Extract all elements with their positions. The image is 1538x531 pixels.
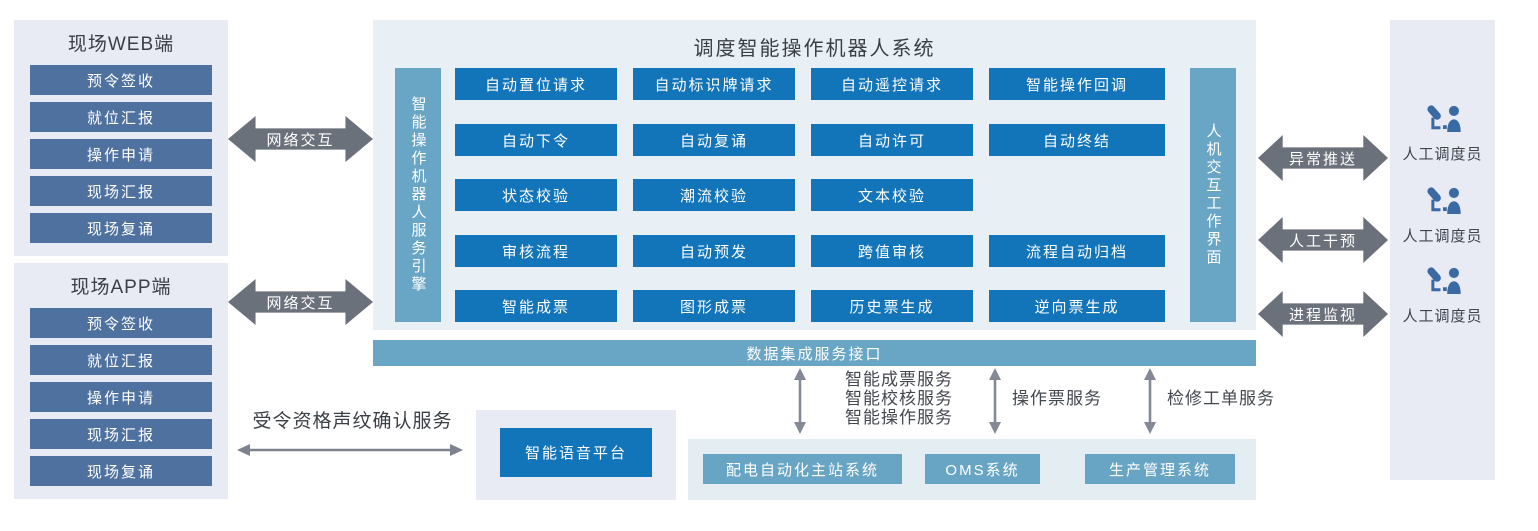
app-item-site-repeat: 现场复诵 <box>30 456 212 486</box>
smart-services-arrow <box>794 368 806 434</box>
system-title: 调度智能操作机器人系统 <box>693 38 936 60</box>
fn-auto-predispatch: 自动预发 <box>633 235 795 267</box>
oms-system-box: OMS系统 <box>925 454 1040 484</box>
dispatcher-at-desk-icon <box>1426 105 1461 132</box>
app-terminal-panel: 现场APP端 预令签收 就位汇报 操作申请 现场汇报 现场复诵 <box>14 263 228 499</box>
fn-auto-repeat: 自动复诵 <box>633 124 795 156</box>
fn-review-flow: 审核流程 <box>455 235 617 267</box>
external-systems-panel: 配电自动化主站系统 OMS系统 生产管理系统 <box>688 439 1256 500</box>
dispatcher-1: 人工调度员 <box>1390 105 1495 164</box>
app-panel-items: 预令签收 就位汇报 操作申请 现场汇报 现场复诵 <box>14 308 228 486</box>
web-item-inplace-report: 就位汇报 <box>30 102 212 132</box>
dispatcher-label: 人工调度员 <box>1402 228 1483 245</box>
service-engine-bar: 智能操作机器人服务引擎 <box>395 68 441 322</box>
dispatcher-at-desk-icon <box>1426 187 1461 214</box>
web-panel-items: 预令签收 就位汇报 操作申请 现场汇报 现场复诵 <box>14 65 228 243</box>
hmi-bar: 人机交互工作界面 <box>1190 68 1236 322</box>
fn-auto-command: 自动下令 <box>455 124 617 156</box>
operation-ticket-arrow <box>989 368 1001 434</box>
dispatcher-3: 人工调度员 <box>1390 267 1495 326</box>
app-item-operation-request: 操作申请 <box>30 382 212 412</box>
app-item-site-report: 现场汇报 <box>30 419 212 449</box>
smart-check-service-line: 智能校核服务 <box>845 389 953 408</box>
fn-text-check: 文本校验 <box>811 179 973 211</box>
fn-history-ticket: 历史票生成 <box>811 290 973 322</box>
fn-auto-remote-request: 自动遥控请求 <box>811 68 973 100</box>
app-item-inplace-report: 就位汇报 <box>30 345 212 375</box>
voice-platform-box: 智能语音平台 <box>500 428 652 477</box>
operation-ticket-service-label: 操作票服务 <box>1012 389 1102 408</box>
web-item-operation-request: 操作申请 <box>30 139 212 169</box>
fn-state-check: 状态校验 <box>455 179 617 211</box>
web-item-sign: 预令签收 <box>30 65 212 95</box>
dispatcher-label: 人工调度员 <box>1402 308 1483 325</box>
dispatcher-label: 人工调度员 <box>1402 146 1483 163</box>
fn-smart-operation-callback: 智能操作回调 <box>989 68 1165 100</box>
fn-auto-tag-request: 自动标识牌请求 <box>633 68 795 100</box>
dispatcher-panel: 人工调度员 人工调度员 人工调度员 <box>1390 20 1495 480</box>
fn-graphic-ticket: 图形成票 <box>633 290 795 322</box>
smart-services-label: 智能成票服务 智能校核服务 智能操作服务 <box>845 370 953 427</box>
manual-intervention-arrow: 人工干预 <box>1258 217 1388 263</box>
smart-operation-service-line: 智能操作服务 <box>845 408 953 427</box>
repair-workorder-arrow <box>1144 368 1156 434</box>
hmi-label: 人机交互工作界面 <box>1204 123 1222 267</box>
voiceprint-double-arrow <box>237 444 463 456</box>
service-engine-label: 智能操作机器人服务引擎 <box>409 96 427 294</box>
web-panel-title: 现场WEB端 <box>67 34 175 55</box>
fn-reverse-ticket: 逆向票生成 <box>989 290 1165 322</box>
network-arrow-app: 网络交互 <box>228 279 373 325</box>
smart-ticket-service-line: 智能成票服务 <box>845 370 953 389</box>
network-arrow-web: 网络交互 <box>228 116 373 162</box>
repair-workorder-service-label: 检修工单服务 <box>1167 389 1275 408</box>
robot-system-box: 调度智能操作机器人系统 智能操作机器人服务引擎 人机交互工作界面 自动置位请求 … <box>373 20 1256 330</box>
data-integration-bar: 数据集成服务接口 <box>373 340 1256 366</box>
fn-smart-ticket: 智能成票 <box>455 290 617 322</box>
voice-platform-panel: 智能语音平台 <box>476 410 676 500</box>
web-item-site-report: 现场汇报 <box>30 176 212 206</box>
fn-auto-archive: 流程自动归档 <box>989 235 1165 267</box>
abnormal-push-arrow: 异常推送 <box>1258 135 1388 181</box>
voiceprint-service-label: 受令资格声纹确认服务 <box>252 411 453 432</box>
dispatcher-at-desk-icon <box>1426 267 1461 294</box>
fn-powerflow-check: 潮流校验 <box>633 179 795 211</box>
web-item-site-repeat: 现场复诵 <box>30 213 212 243</box>
production-management-system-box: 生产管理系统 <box>1085 454 1235 484</box>
fn-cross-shift-review: 跨值审核 <box>811 235 973 267</box>
app-item-sign: 预令签收 <box>30 308 212 338</box>
fn-auto-permit: 自动许可 <box>811 124 973 156</box>
app-panel-title: 现场APP端 <box>70 277 172 298</box>
web-terminal-panel: 现场WEB端 预令签收 就位汇报 操作申请 现场汇报 现场复诵 <box>14 20 228 256</box>
distribution-automation-system-box: 配电自动化主站系统 <box>703 454 902 484</box>
fn-auto-set-request: 自动置位请求 <box>455 68 617 100</box>
fn-auto-terminate: 自动终结 <box>989 124 1165 156</box>
process-monitor-arrow: 进程监视 <box>1258 291 1388 337</box>
dispatcher-2: 人工调度员 <box>1390 187 1495 246</box>
